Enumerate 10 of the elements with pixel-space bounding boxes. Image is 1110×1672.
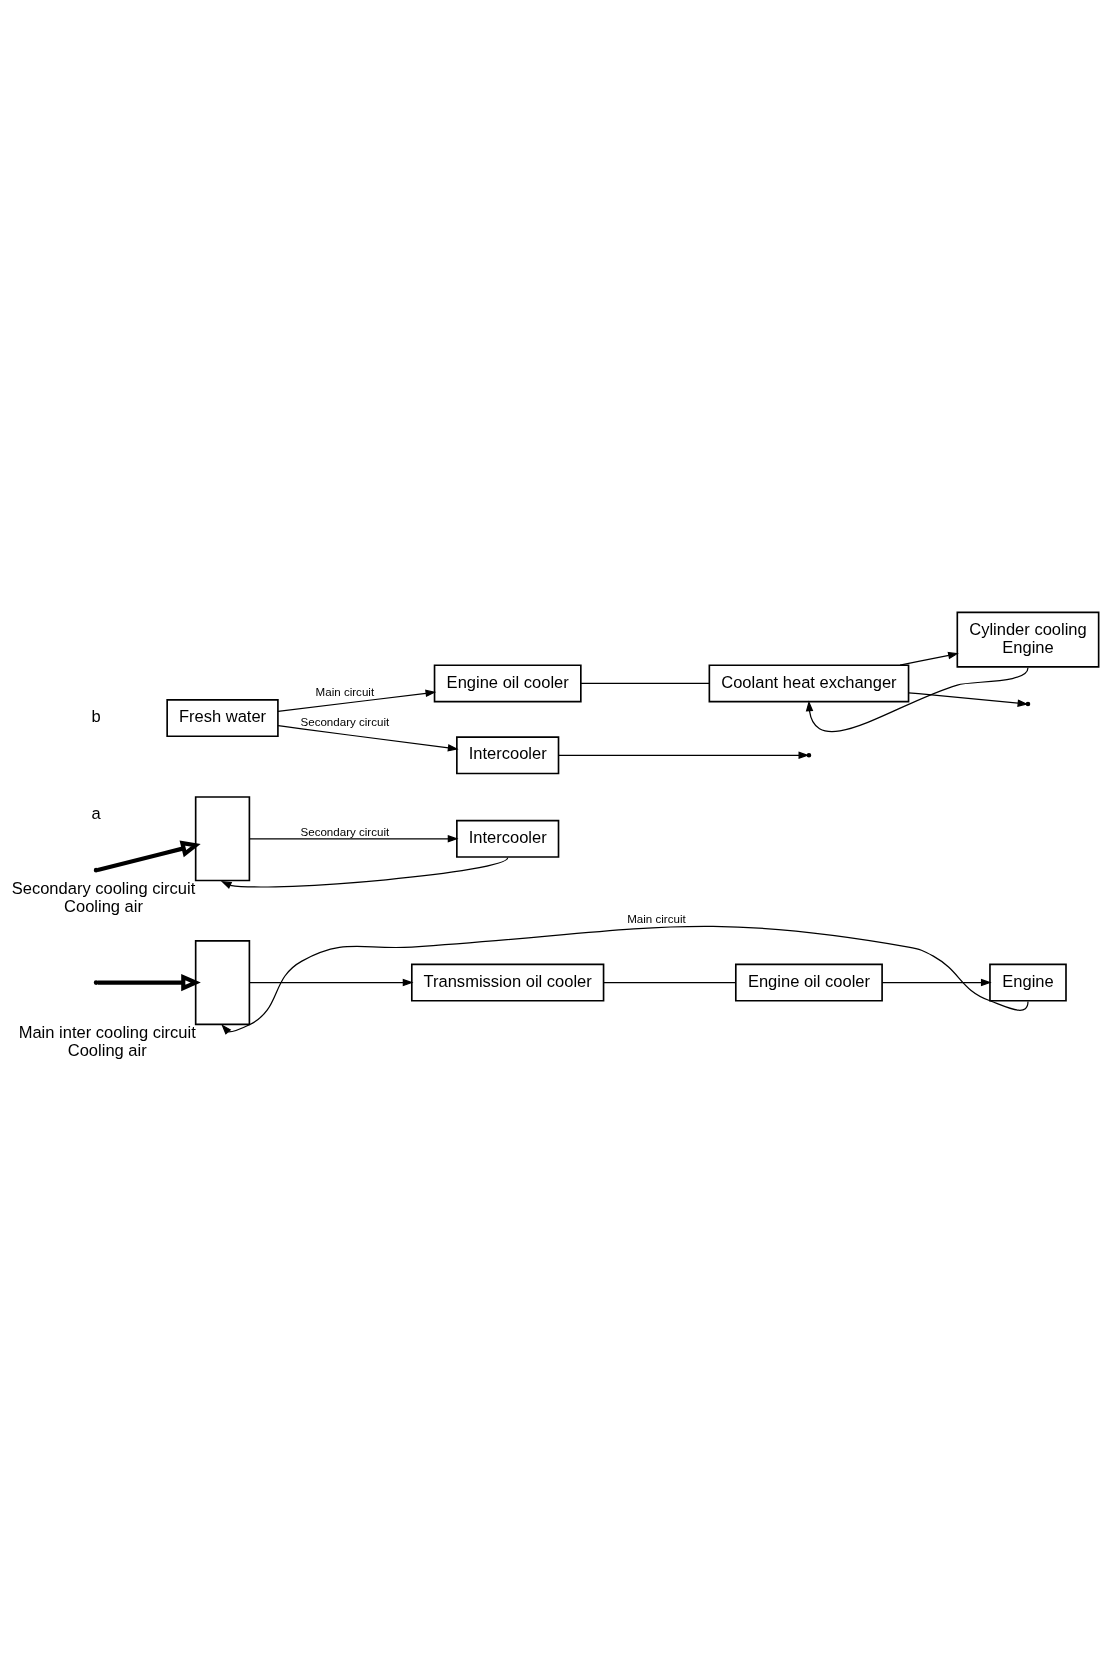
edge-label: Main circuit — [315, 685, 375, 698]
node-label: Cooling air — [67, 1040, 147, 1060]
node-label: Main inter cooling circuit — [18, 1022, 196, 1042]
node-label: Secondary cooling circuit — [11, 878, 196, 898]
label: b — [91, 706, 101, 726]
edge-label: Secondary circuit — [300, 715, 390, 728]
edge-label: Secondary circuit — [300, 825, 390, 838]
edge-label: Main circuit — [627, 912, 686, 925]
node-label: Cooling air — [64, 896, 143, 916]
label: a — [91, 803, 101, 823]
